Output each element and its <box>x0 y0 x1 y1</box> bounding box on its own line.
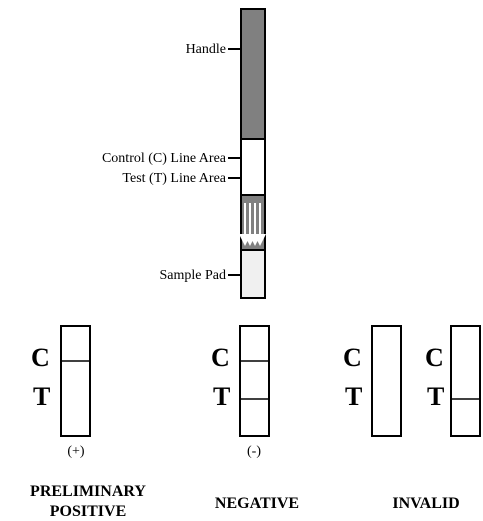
result-name-line1: PRELIMINARY <box>30 483 146 500</box>
result-window <box>239 325 270 437</box>
strip-sample-pad <box>240 249 266 299</box>
t-marker: T <box>427 382 444 411</box>
result-name-line2: POSITIVE <box>50 503 126 520</box>
result-invalid-test-only: C T <box>425 325 481 437</box>
t-marker: T <box>213 382 230 411</box>
result-invalid-blank: C T <box>343 325 402 437</box>
result-sign: (+) <box>67 444 85 459</box>
strip-labels: Handle Control (C) Line Area Test (T) Li… <box>102 42 241 283</box>
result-window <box>60 325 91 437</box>
test-line-area-label: Test (T) Line Area <box>122 171 226 186</box>
invalid-caption: INVALID <box>392 495 459 512</box>
c-marker: C <box>31 343 50 372</box>
c-marker: C <box>211 343 230 372</box>
flow-arrows <box>239 203 266 246</box>
handle-label: Handle <box>186 42 226 57</box>
c-marker: C <box>425 343 444 372</box>
test-strip <box>239 8 266 299</box>
result-preliminary-positive: C T (+) PRELIMINARY POSITIVE <box>30 325 146 520</box>
result-negative: C T (-) NEGATIVE <box>211 325 299 512</box>
result-window <box>450 325 481 437</box>
strip-reading-window <box>240 138 266 196</box>
c-marker: C <box>343 343 362 372</box>
result-sign: (-) <box>247 444 261 459</box>
result-window <box>371 325 402 437</box>
result-name: NEGATIVE <box>215 495 299 512</box>
control-line-area-label: Control (C) Line Area <box>102 151 227 166</box>
sample-pad-label: Sample Pad <box>160 268 227 283</box>
strip-handle <box>240 8 266 140</box>
t-marker: T <box>33 382 50 411</box>
t-marker: T <box>345 382 362 411</box>
